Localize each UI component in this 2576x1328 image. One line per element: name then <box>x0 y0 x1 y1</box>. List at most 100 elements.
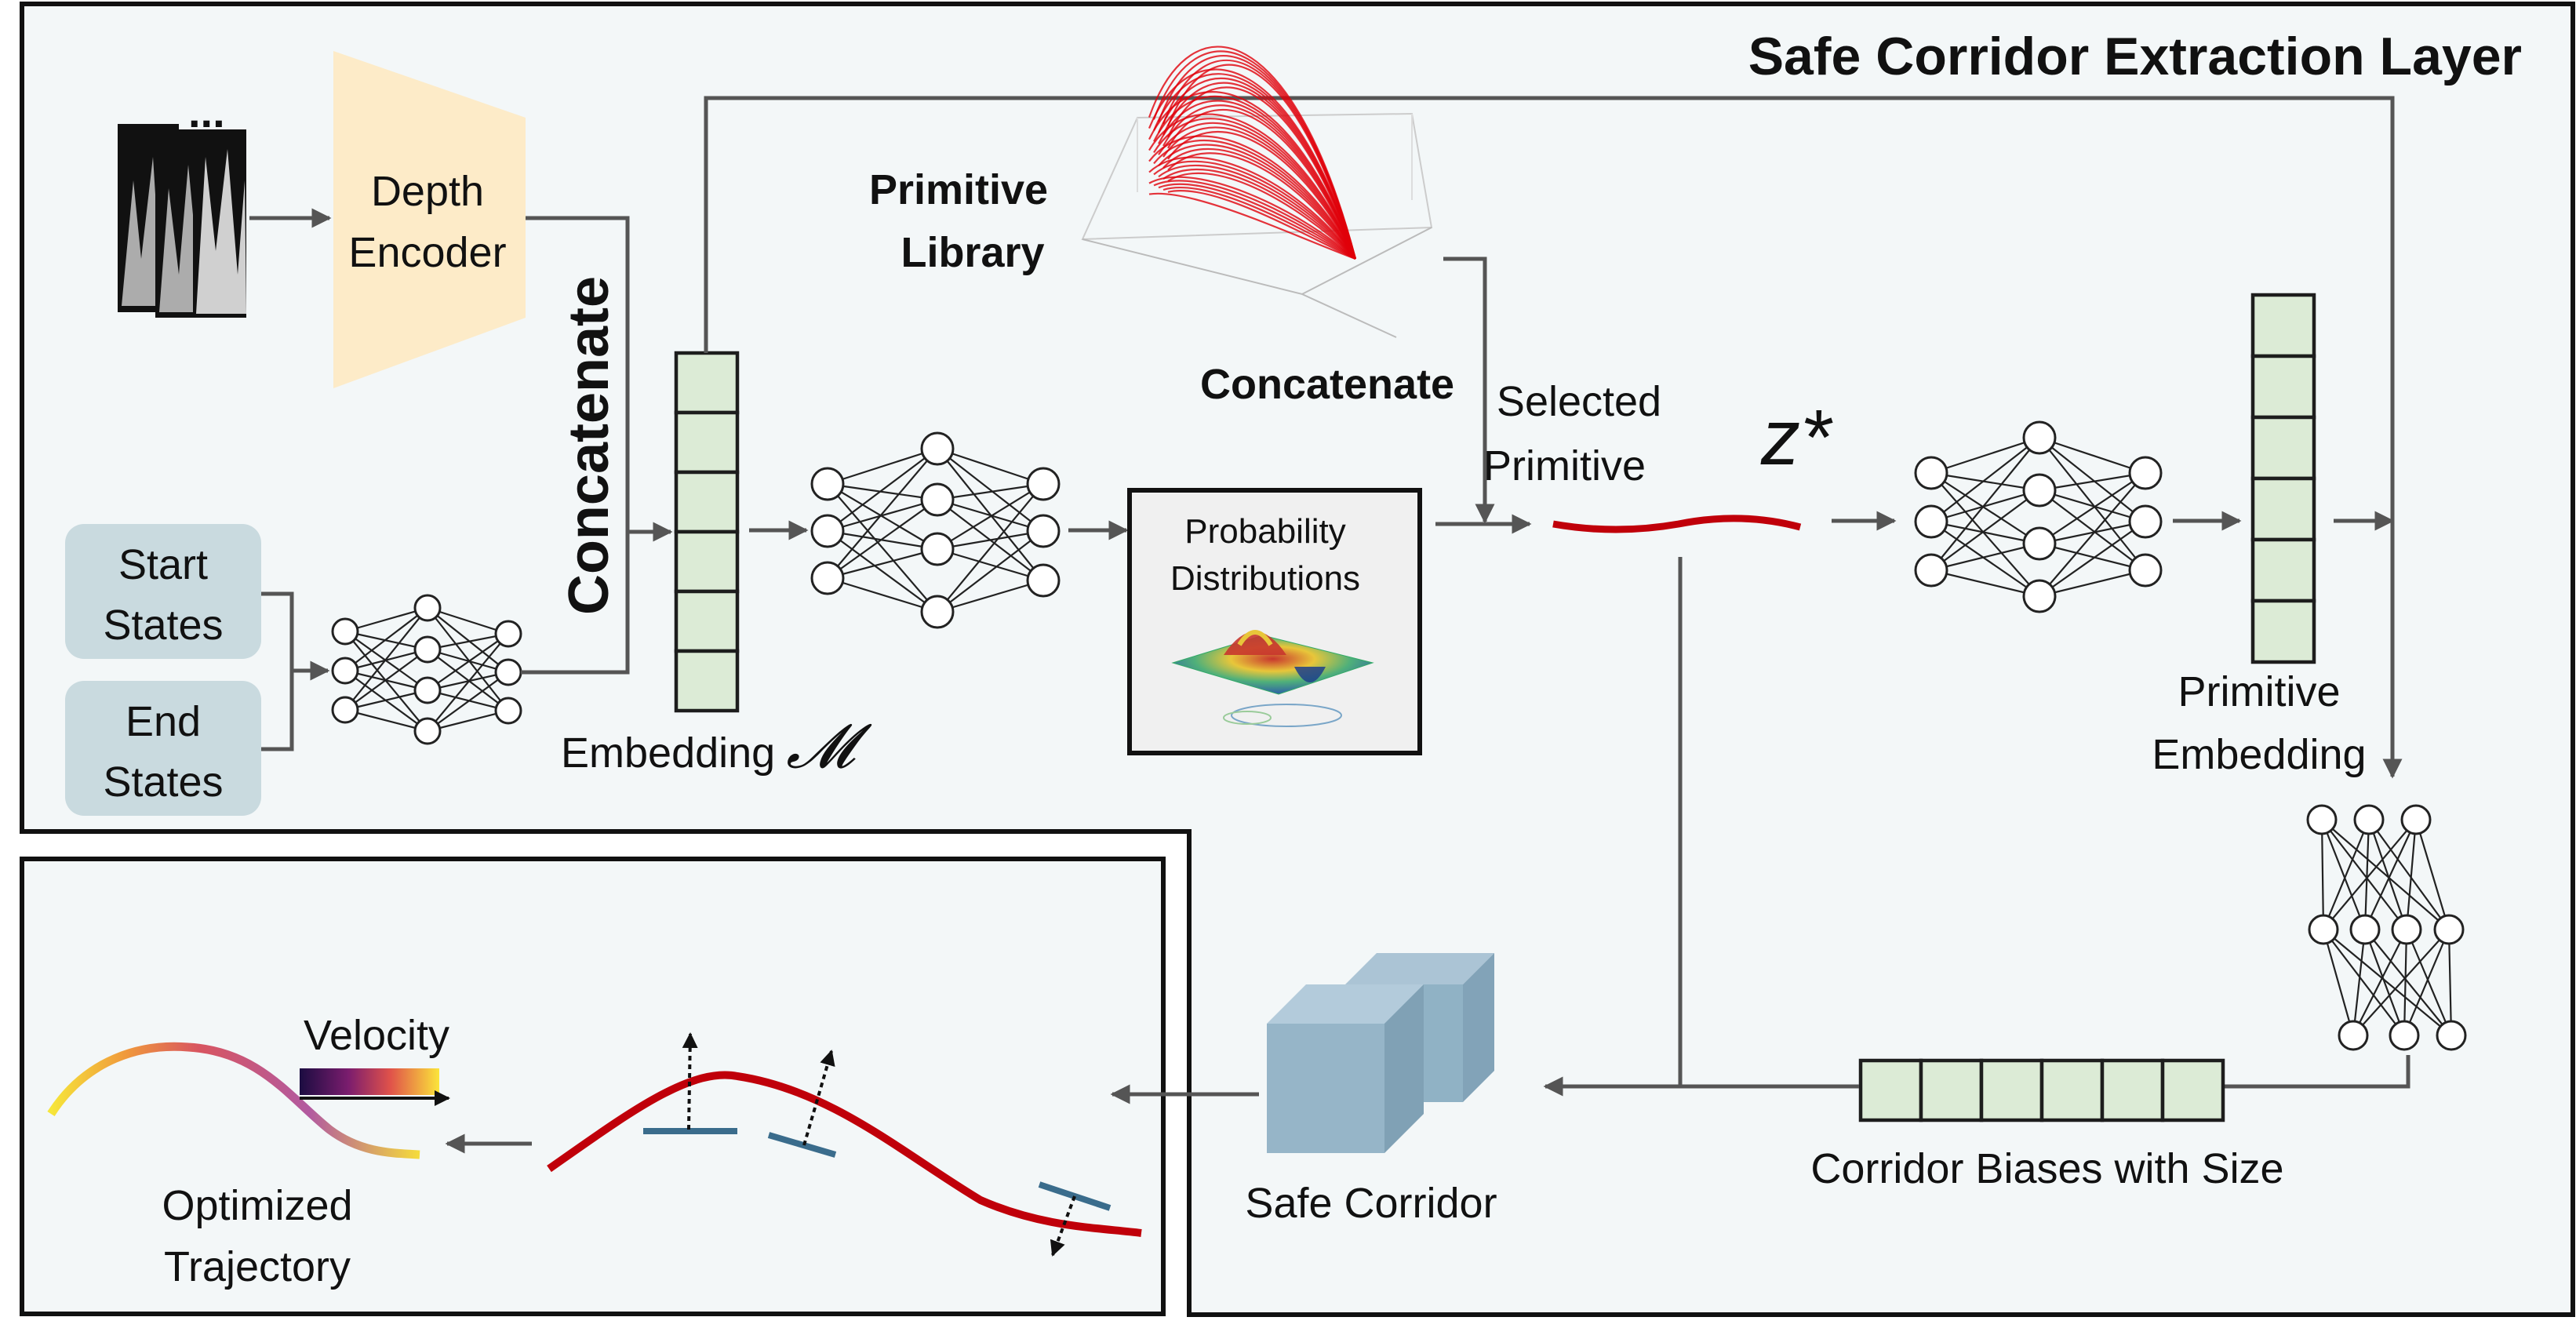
optimized-trajectory-label-1: Optimized <box>162 1182 352 1229</box>
concatenate-vertical-label: Concatenate <box>558 276 620 615</box>
end-states-label-1: End <box>126 698 201 745</box>
primitive-embedding-cell <box>2250 599 2316 664</box>
nn-node <box>413 676 442 704</box>
neural-network-icon <box>810 431 1061 629</box>
primitive-library-label-2: Library <box>901 229 1044 276</box>
end-states-box: End States <box>65 681 261 816</box>
nn-node <box>2400 804 2432 835</box>
corridor-bias-cell <box>2039 1058 2105 1122</box>
nn-node <box>331 696 359 724</box>
safe-corridor-label: Safe Corridor <box>1245 1180 1497 1227</box>
nn-node <box>2308 914 2339 945</box>
cube-stack-icon <box>1267 953 1494 1153</box>
nn-node <box>2353 804 2385 835</box>
nn-node <box>2389 1020 2420 1051</box>
nn-node <box>2022 579 2057 613</box>
nn-node <box>1026 514 1061 548</box>
selected-primitive-label-2: Primitive <box>1483 442 1646 489</box>
nn-node <box>2349 914 2381 945</box>
prob-dist-label-1: Probability <box>1184 512 1345 551</box>
3d-trajectory-plot-icon <box>1081 45 1433 338</box>
nn-node <box>413 594 442 622</box>
corridor-biases-vector <box>1858 1058 2225 1122</box>
primitive-embedding-cell <box>2250 476 2316 542</box>
neural-network-icon <box>331 594 522 745</box>
primitive-embedding-cell <box>2250 293 2316 358</box>
selected-primitive-curve <box>1552 515 1802 533</box>
nn-node <box>413 635 442 664</box>
nn-node <box>1026 467 1061 501</box>
nn-node <box>331 617 359 646</box>
nn-node <box>810 467 845 501</box>
nn-node <box>1026 563 1061 598</box>
colorbar-icon <box>300 1068 450 1106</box>
nn-node <box>2436 1020 2467 1051</box>
primitive-embedding-cell <box>2250 354 2316 420</box>
nn-node <box>2022 473 2057 508</box>
corridor-bias-cell <box>1858 1058 1923 1122</box>
selected-primitive-label-1: Selected <box>1497 378 1661 425</box>
start-states-label-1: Start <box>118 541 208 588</box>
bottom-panel <box>20 857 1166 1316</box>
depth-stack-ellipsis: ... <box>188 87 225 136</box>
nn-node <box>2433 914 2465 945</box>
nn-node <box>413 717 442 745</box>
nn-node <box>810 514 845 548</box>
nn-node <box>2338 1020 2369 1051</box>
depth-encoder: Depth Encoder <box>333 51 526 388</box>
depth-encoder-label-2: Encoder <box>348 229 506 276</box>
nn-node <box>1914 456 1948 490</box>
primitive-library-label-1: Primitive <box>869 166 1048 213</box>
primitive-embedding-label-2: Embedding <box>2152 731 2366 778</box>
neural-network-icon <box>2306 804 2467 1051</box>
neural-network-icon <box>1914 420 2163 613</box>
3d-gaussian-surface-icon <box>1171 630 1374 727</box>
corridor-bias-cell <box>2160 1058 2225 1122</box>
embedding-cell <box>674 589 740 653</box>
nn-node <box>1914 553 1948 588</box>
start-states-box: Start States <box>65 524 261 659</box>
optimized-trajectory-curve <box>47 1042 420 1159</box>
nn-node <box>2128 553 2163 588</box>
primitive-embedding-cell <box>2250 537 2316 603</box>
primitive-embedding-cell <box>2250 415 2316 481</box>
nn-node <box>494 658 522 686</box>
nn-node <box>920 431 955 466</box>
corridor-biases-label: Corridor Biases with Size <box>1810 1145 2283 1192</box>
embedding-cell <box>674 649 740 713</box>
embedding-cell <box>674 351 740 415</box>
nn-node <box>920 482 955 517</box>
prob-dist-label-2: Distributions <box>1170 559 1360 598</box>
layer-title: Safe Corridor Extraction Layer <box>1748 27 2522 86</box>
corridor-bias-cell <box>1919 1058 1984 1122</box>
start-states-label-2: States <box>103 602 223 649</box>
embedding-vector <box>674 351 740 713</box>
nn-node <box>2391 914 2422 945</box>
corridor-bias-cell <box>2100 1058 2165 1122</box>
embedding-cell <box>674 410 740 475</box>
embedding-cell <box>674 470 740 534</box>
nn-node <box>1914 504 1948 539</box>
nn-node <box>2306 804 2338 835</box>
nn-node <box>920 532 955 566</box>
primitive-embedding-label-1: Primitive <box>2178 668 2340 715</box>
nn-node <box>920 595 955 629</box>
corridor-trajectory <box>547 1032 1142 1257</box>
depth-image-stack-icon: ... <box>118 87 246 318</box>
nn-node <box>2128 456 2163 490</box>
velocity-label: Velocity <box>304 1012 449 1059</box>
concatenate-label: Concatenate <box>1200 361 1454 408</box>
nn-node <box>2022 420 2057 455</box>
nn-node <box>2128 504 2163 539</box>
embedding-label-text: Embedding <box>561 729 775 777</box>
z-star-symbol: z* <box>1760 394 1833 482</box>
corridor-bias-cell <box>1979 1058 2044 1122</box>
nn-node <box>2022 526 2057 561</box>
embedding-cell <box>674 529 740 594</box>
probability-distributions-box: Probability Distributions <box>1127 488 1422 755</box>
depth-encoder-label-1: Depth <box>371 168 484 215</box>
optimized-trajectory-label-2: Trajectory <box>164 1243 351 1290</box>
nn-node <box>810 561 845 595</box>
trapezoid-encoder-icon <box>333 51 526 388</box>
